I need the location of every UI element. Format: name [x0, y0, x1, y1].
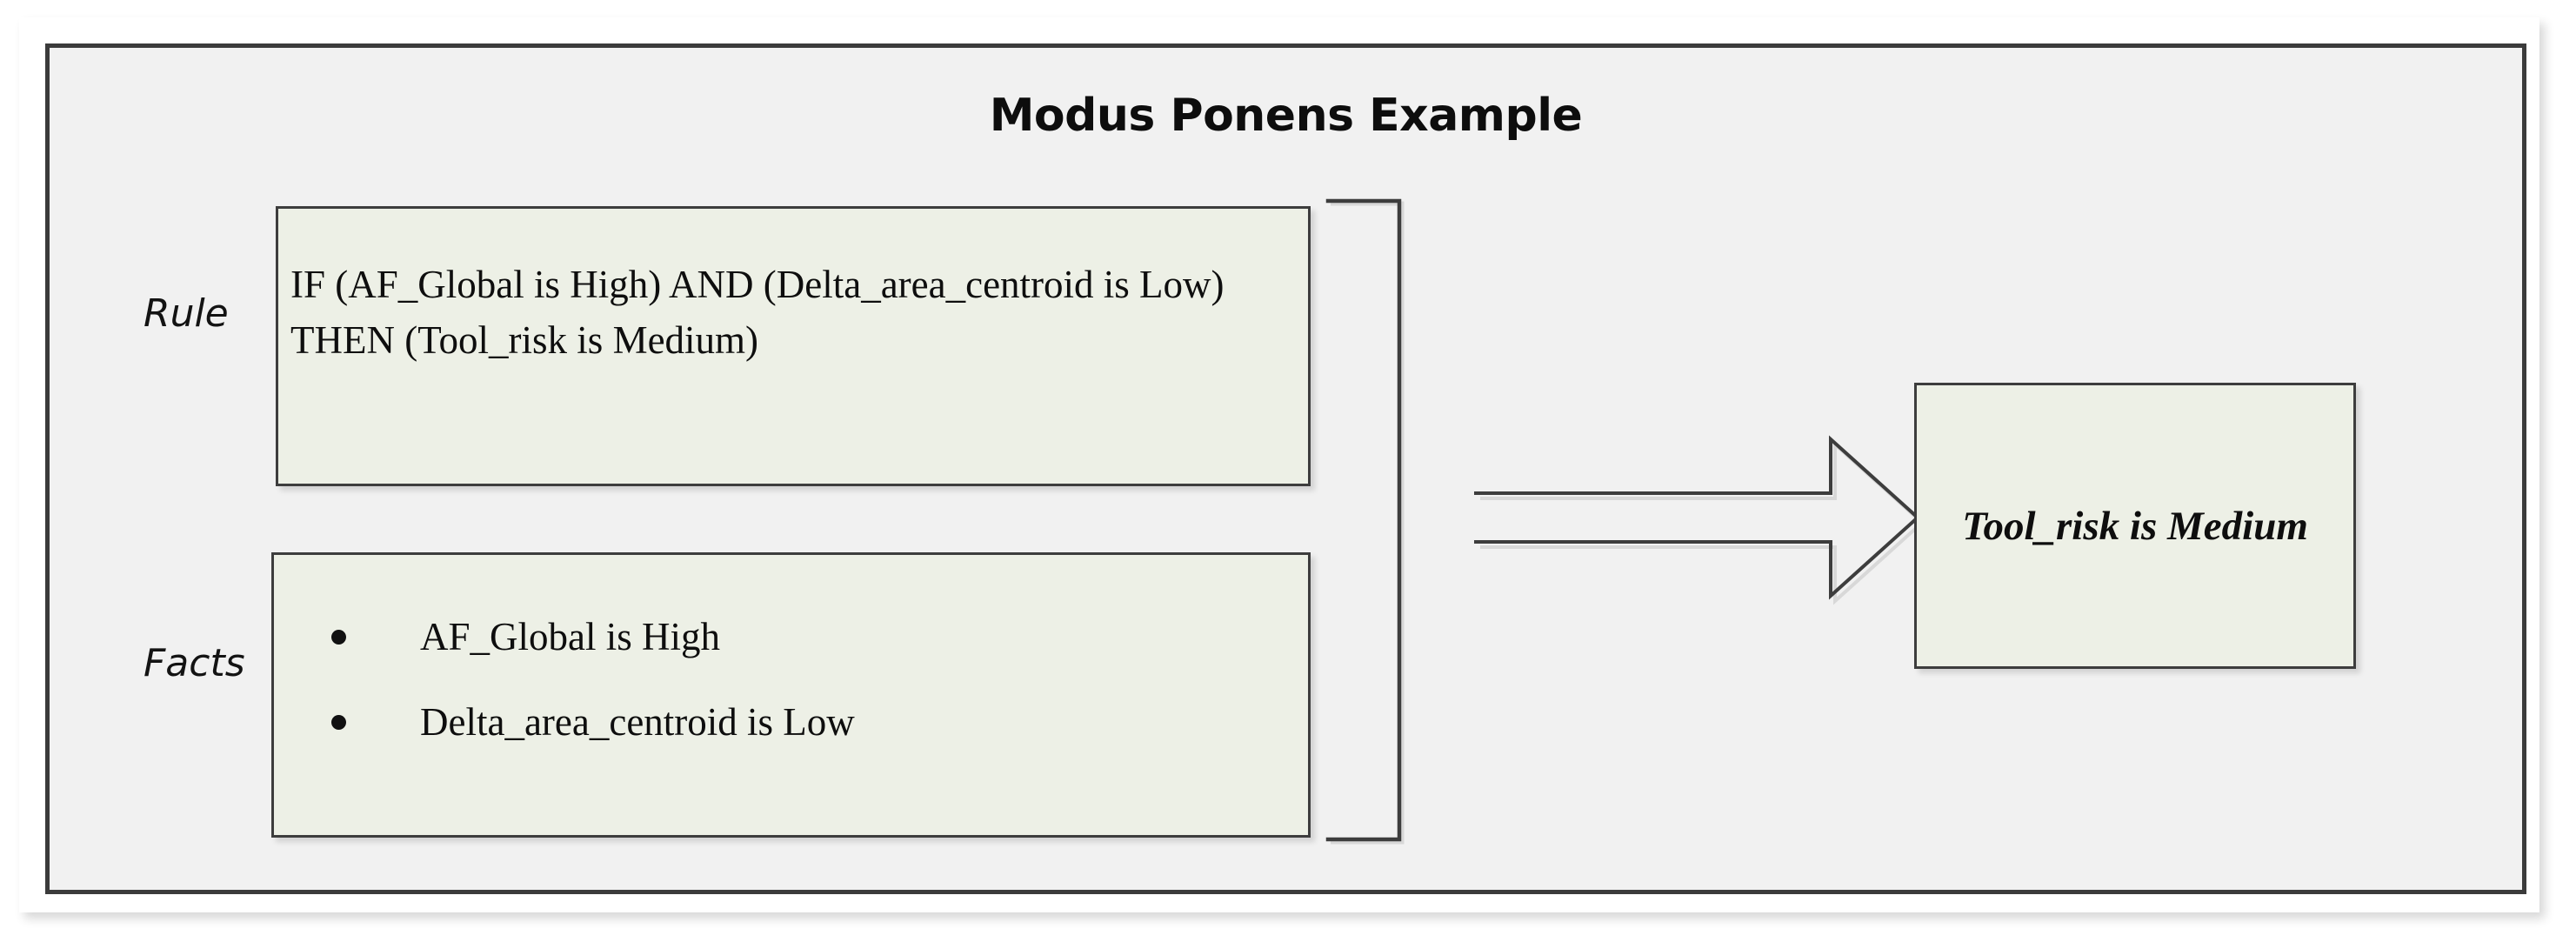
- page-title: Modus Ponens Example: [989, 90, 1583, 142]
- facts-label: Facts: [143, 641, 245, 685]
- facts-list: AF_Global is High Delta_area_centroid is…: [274, 615, 1308, 785]
- rule-label: Rule: [143, 291, 229, 336]
- block-arrow-right-icon: [1474, 435, 1925, 605]
- conclusion-text: Tool_risk is Medium: [1962, 503, 2308, 549]
- conclusion-box: Tool_risk is Medium: [1914, 383, 2356, 669]
- diagram-frame: Modus Ponens Example Rule Facts IF (AF_G…: [45, 43, 2526, 894]
- grouping-bracket-icon: [1325, 198, 1405, 845]
- list-item: Delta_area_centroid is Low: [274, 700, 1308, 745]
- rule-box: IF (AF_Global is High) AND (Delta_area_c…: [276, 206, 1311, 486]
- rule-text: IF (AF_Global is High) AND (Delta_area_c…: [290, 263, 1225, 362]
- facts-box: AF_Global is High Delta_area_centroid is…: [271, 552, 1311, 838]
- list-item: AF_Global is High: [274, 615, 1308, 659]
